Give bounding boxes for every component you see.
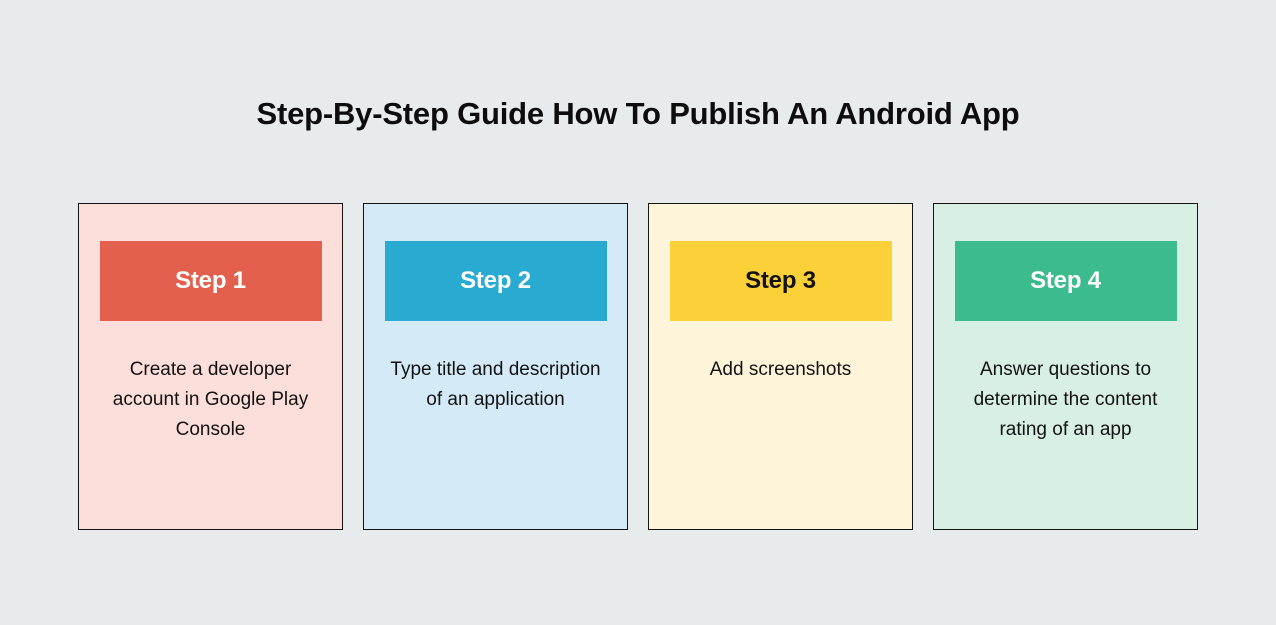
step-2-badge: Step 2 [384,241,607,321]
step-card-1: Step 1 Create a developer account in Goo… [78,203,343,530]
step-4-description: Answer questions to determine the conten… [973,359,1158,440]
step-card-3: Step 3 Add screenshots [648,203,913,530]
step-1-description: Create a developer account in Google Pla… [112,359,309,440]
step-card-list: Step 1 Create a developer account in Goo… [78,203,1198,530]
step-3-description: Add screenshots [709,359,852,380]
step-card-4: Step 4 Answer questions to determine the… [933,203,1198,530]
step-4-badge: Step 4 [954,241,1177,321]
step-2-description: Type title and description of an applica… [390,359,601,410]
step-3-badge: Step 3 [669,241,892,321]
page-title: Step-By-Step Guide How To Publish An And… [256,96,1020,131]
step-card-2: Step 2 Type title and description of an … [363,203,628,530]
step-1-badge: Step 1 [99,241,322,321]
